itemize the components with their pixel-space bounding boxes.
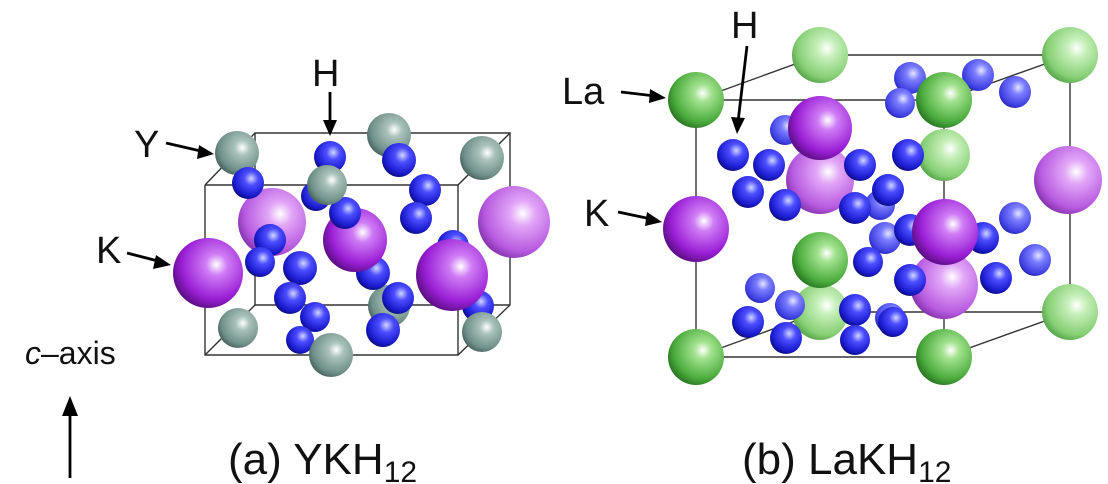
caption-b: (b) LaKH12 xyxy=(742,435,951,484)
hydrogen-atom xyxy=(314,141,346,173)
potassium-atom xyxy=(912,199,978,265)
hydrogen-atom xyxy=(753,149,785,181)
lanthanum-atom xyxy=(792,232,848,288)
lanthanum-atom xyxy=(668,329,724,385)
hydrogen-atom xyxy=(770,322,802,354)
label-h-panel-b: H xyxy=(731,5,758,134)
lanthanum-atom xyxy=(668,72,724,128)
hydrogen-atom xyxy=(274,282,306,314)
svg-text:H: H xyxy=(731,5,758,47)
hydrogen-atom xyxy=(286,326,314,354)
hydrogen-atom xyxy=(885,88,915,118)
hydrogen-atom xyxy=(894,62,926,94)
hydrogen-atom xyxy=(839,294,871,326)
c-axis-arrowhead xyxy=(62,396,78,416)
hydrogen-atom xyxy=(872,174,904,206)
hydrogen-atom xyxy=(980,262,1012,294)
label-y: Y xyxy=(134,124,214,166)
hydrogen-atom xyxy=(999,76,1031,108)
potassium-atom xyxy=(478,186,550,258)
hydrogen-atom xyxy=(382,282,414,314)
potassium-atom xyxy=(910,251,978,319)
hydrogen-atom xyxy=(839,192,871,224)
potassium-atom xyxy=(1034,146,1102,214)
hydrogen-atom xyxy=(892,139,924,171)
svg-text:K: K xyxy=(96,230,121,272)
caption-a: (a) YKH12 xyxy=(228,435,417,484)
lanthanum-atom xyxy=(918,129,970,181)
hydrogen-atom xyxy=(382,143,416,177)
svg-text:La: La xyxy=(562,71,605,113)
hydrogen-atom xyxy=(245,247,275,277)
hydrogen-atom xyxy=(409,174,441,206)
lanthanum-atom xyxy=(792,27,848,83)
svg-text:K: K xyxy=(584,193,609,235)
label-h-panel-a: H xyxy=(312,53,339,136)
hydrogen-atom xyxy=(732,176,764,208)
lanthanum-atom xyxy=(916,329,972,385)
label-k-panel-b: K xyxy=(584,193,662,235)
yttrium-atom xyxy=(460,136,504,180)
svg-text:H: H xyxy=(312,53,339,95)
hydrogen-atom xyxy=(232,167,264,199)
hydrogen-atom xyxy=(300,302,330,332)
potassium-atom xyxy=(788,96,852,160)
hydrogen-atom xyxy=(999,202,1031,234)
hydrogen-atom xyxy=(775,290,805,320)
hydrogen-atom xyxy=(869,222,901,254)
label-k-panel-a: K xyxy=(96,230,171,272)
yttrium-atom xyxy=(307,165,347,205)
c-axis-label: c–axis xyxy=(25,335,116,371)
svg-text:Y: Y xyxy=(134,124,159,166)
lanthanum-atom xyxy=(916,72,972,128)
hydrogen-atom xyxy=(745,273,775,303)
panel-b-lakh12: La H K (b) LaKH12 xyxy=(562,5,1102,484)
potassium-atom xyxy=(786,146,854,214)
yttrium-atom xyxy=(215,131,259,175)
hydrogen-atom xyxy=(400,202,432,234)
potassium-atom xyxy=(663,196,729,262)
potassium-atom xyxy=(173,238,243,308)
yttrium-atom xyxy=(462,312,502,352)
hydrogen-atom xyxy=(769,189,801,221)
lanthanum-atom xyxy=(1042,27,1098,83)
potassium-atom xyxy=(416,239,488,311)
lanthanum-atom xyxy=(1042,284,1098,340)
hydrogen-atom xyxy=(283,251,317,285)
hydrogen-atom xyxy=(366,313,400,347)
yttrium-atom xyxy=(309,333,353,377)
hydrogen-atom xyxy=(329,197,361,229)
hydrogen-atom xyxy=(840,325,870,355)
hydrogen-atom xyxy=(894,264,926,296)
c-axis-indicator: c–axis xyxy=(25,335,116,478)
hydrogen-atom xyxy=(878,307,908,337)
hydrogen-atom xyxy=(853,247,883,277)
label-la: La xyxy=(562,71,666,113)
lanthanum-atom xyxy=(792,284,848,340)
yttrium-atom xyxy=(218,308,258,348)
hydrogen-atom xyxy=(844,149,876,181)
hydrogen-atom xyxy=(1019,244,1051,276)
hydrogen-atom xyxy=(962,59,994,91)
hydrogen-atom xyxy=(732,306,764,338)
hydrogen-atom xyxy=(717,139,749,171)
panel-a-ykh12: Y H K (a) YKH12 xyxy=(96,53,550,484)
